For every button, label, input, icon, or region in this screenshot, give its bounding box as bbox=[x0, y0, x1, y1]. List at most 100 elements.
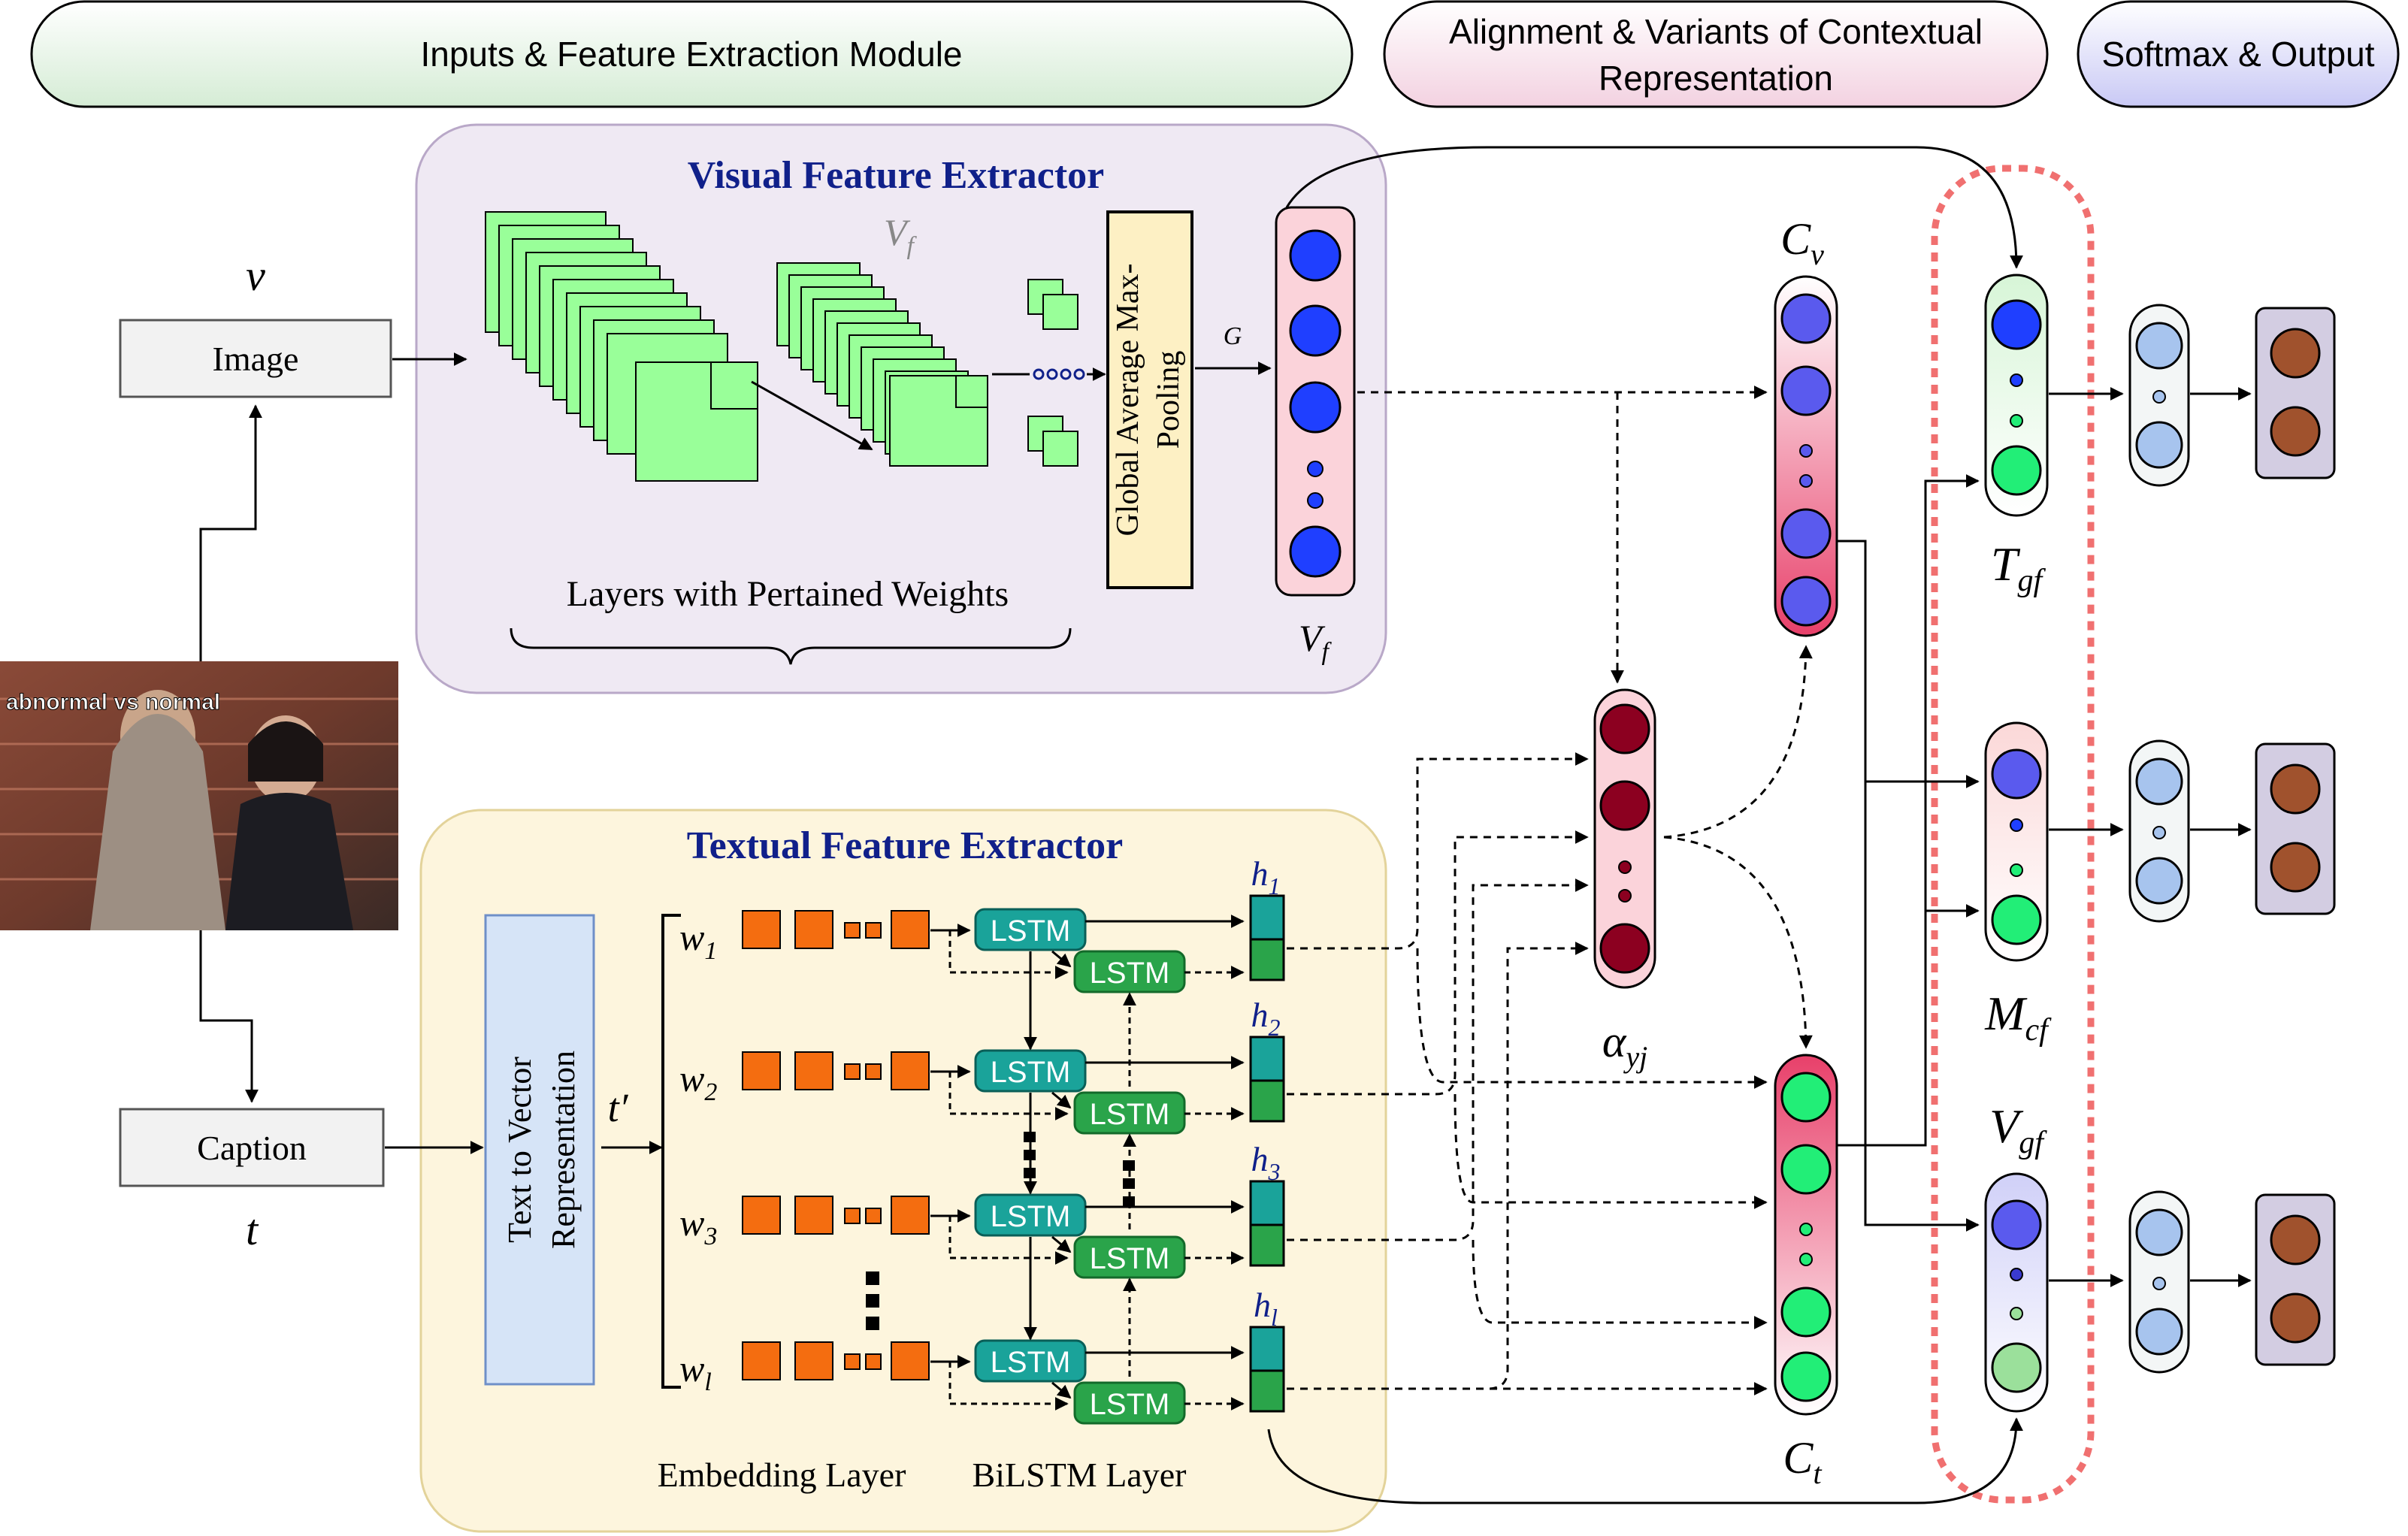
hidden-label: h2 bbox=[1251, 996, 1281, 1041]
embedding-cell bbox=[742, 1341, 781, 1380]
lstm-forward-label: LSTM bbox=[991, 915, 1071, 948]
arrow-h3-to-alpha bbox=[1287, 878, 1589, 1241]
hidden-backward bbox=[1249, 1079, 1285, 1123]
word-bracket bbox=[661, 914, 681, 1389]
feature-map-stack-large bbox=[485, 211, 758, 482]
lstm-forward bbox=[974, 1339, 1087, 1383]
arrow-ct-to-tgf bbox=[1837, 474, 1980, 1147]
alpha-label: αyj bbox=[1602, 1017, 1647, 1074]
arrow-h1-to-ct bbox=[1416, 948, 1768, 1089]
t2v-label-line2: Representation bbox=[545, 1051, 582, 1249]
t-symbol: t bbox=[246, 1205, 259, 1254]
vertical-ellipsis bbox=[866, 1271, 879, 1330]
feature-map-stack-medium bbox=[776, 262, 988, 467]
output-row-3 bbox=[2049, 1190, 2336, 1374]
embedding-caption: Embedding Layer bbox=[658, 1456, 906, 1494]
alpha-vector bbox=[1593, 688, 1656, 989]
connections bbox=[1267, 146, 2023, 1504]
tgf-label: Tgf bbox=[1991, 537, 2046, 598]
embedding-cell bbox=[742, 910, 781, 949]
arrow-alpha-to-cv bbox=[1663, 645, 1813, 839]
mcf-label: Mcf bbox=[1984, 987, 2052, 1048]
arrow-h2-to-ct bbox=[1454, 1093, 1768, 1209]
arrow-meme-to-caption bbox=[199, 930, 259, 1103]
arrow-hl-to-vgf bbox=[1267, 1417, 2023, 1504]
embedding-cell bbox=[794, 910, 833, 949]
text-to-vector-block bbox=[484, 914, 595, 1386]
pooling-label-line1: Global Average Max- bbox=[1111, 263, 1145, 536]
arrow-h3-to-ct bbox=[1472, 1239, 1768, 1329]
header-alignment: Alignment & Variants of Contextual Repre… bbox=[1383, 0, 2049, 108]
embedding-cell bbox=[891, 1341, 930, 1380]
meme-caption-text: abnormal vs normal bbox=[6, 690, 220, 715]
word-label: w1 bbox=[679, 916, 717, 965]
arrow-meme-to-image bbox=[199, 404, 262, 661]
header-softmax: Softmax & Output bbox=[2077, 0, 2400, 108]
meme-image: abnormal vs normal bbox=[0, 661, 398, 930]
lstm-forward-label: LSTM bbox=[991, 1056, 1071, 1089]
embedding-cell-small bbox=[865, 1208, 882, 1224]
embedding-cell bbox=[794, 1341, 833, 1380]
header-alignment-line2: Representation bbox=[1599, 59, 1833, 98]
header-softmax-label: Softmax & Output bbox=[2101, 35, 2374, 74]
arrow-alpha-to-ct bbox=[1663, 836, 1813, 1049]
embedding-cell bbox=[742, 1051, 781, 1090]
t-prime-label: t′ bbox=[608, 1085, 629, 1130]
hidden-forward bbox=[1249, 1180, 1285, 1226]
lstm-forward bbox=[974, 1193, 1087, 1237]
embedding-cell bbox=[794, 1196, 833, 1235]
embedding-cell bbox=[794, 1051, 833, 1090]
embedding-cell-small bbox=[844, 1063, 861, 1080]
lstm-backward-label: LSTM bbox=[1090, 1242, 1170, 1275]
layers-caption: Layers with Pertained Weights bbox=[567, 574, 1009, 614]
arrow-cv-to-vgf bbox=[1837, 540, 1980, 1232]
g-label: G bbox=[1224, 322, 1242, 350]
v-symbol: v bbox=[246, 251, 265, 300]
header-inputs: Inputs & Feature Extraction Module bbox=[30, 0, 1354, 108]
embedding-cell bbox=[891, 1196, 930, 1235]
pooling-block bbox=[1106, 210, 1193, 589]
hidden-forward bbox=[1249, 1326, 1285, 1372]
arrow-h1-to-alpha bbox=[1287, 752, 1589, 950]
hidden-backward bbox=[1249, 1223, 1285, 1267]
embedding-cell-small bbox=[865, 922, 882, 939]
vf-nodes bbox=[1289, 229, 1342, 578]
arrow-hl-to-alpha bbox=[1287, 942, 1589, 1390]
pooling-label-line2: Pooling bbox=[1151, 351, 1186, 449]
word-label: w2 bbox=[679, 1057, 717, 1106]
lstm-forward-label: LSTM bbox=[991, 1200, 1071, 1233]
alpha-nodes bbox=[1599, 703, 1650, 974]
hidden-forward bbox=[1249, 1036, 1285, 1082]
vgf-label: Vgf bbox=[1989, 1099, 2047, 1160]
lstm-forward bbox=[974, 1049, 1087, 1093]
lstm-backward-label: LSTM bbox=[1090, 957, 1170, 990]
bilstm-caption: BiLSTM Layer bbox=[973, 1456, 1187, 1494]
arrow-vf-to-tgf bbox=[1285, 146, 2023, 269]
embedding-cell bbox=[891, 1051, 930, 1090]
hidden-backward bbox=[1249, 1369, 1285, 1413]
hidden-label: h3 bbox=[1251, 1140, 1281, 1185]
image-input-box bbox=[119, 319, 392, 398]
lstm-forward-label: LSTM bbox=[991, 1346, 1071, 1379]
lstm-backward-label: LSTM bbox=[1090, 1098, 1170, 1131]
textual-extractor-title: Textual Feature Extractor bbox=[687, 824, 1124, 867]
embedding-cell-small bbox=[865, 1353, 882, 1370]
caption-input-box bbox=[119, 1108, 385, 1187]
fusion-dashed-box bbox=[1931, 165, 2095, 1504]
embedding-cell-small bbox=[865, 1063, 882, 1080]
embedding-cell-small bbox=[844, 922, 861, 939]
embedding-cell bbox=[742, 1196, 781, 1235]
ct-label: Ct bbox=[1783, 1433, 1822, 1490]
output-row-1 bbox=[2049, 304, 2336, 487]
ellipsis-dots bbox=[1033, 368, 1085, 380]
hidden-label: h1 bbox=[1251, 854, 1281, 900]
image-input-label: Image bbox=[213, 340, 299, 378]
softmax-output-rows bbox=[2049, 304, 2336, 1374]
cv-label: Cv bbox=[1780, 214, 1824, 271]
arrow-kernel-projection bbox=[751, 380, 873, 451]
